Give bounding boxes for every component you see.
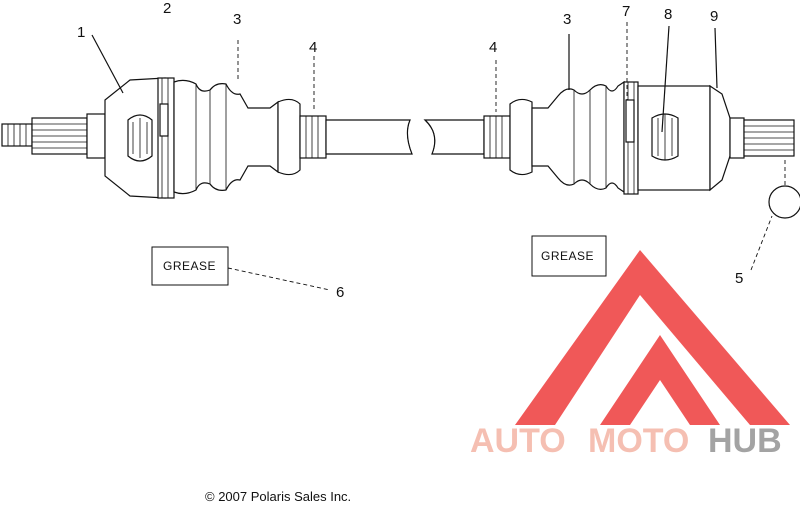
watermark-text-hub: HUB [708, 422, 782, 460]
right-cv-housing [623, 81, 731, 195]
watermark-inner-triangle [600, 335, 720, 425]
circlip [768, 160, 800, 219]
watermark-text-auto: AUTO [470, 422, 566, 460]
callout-3-left: 3 [233, 11, 241, 28]
axle-shaft [325, 119, 485, 155]
grease-right: GREASE [531, 235, 607, 277]
watermark-triangle [515, 250, 790, 425]
watermark-logo: AUTO MOTO HUB [470, 250, 790, 460]
callout-4-right: 4 [489, 39, 497, 56]
grease-right-label: GREASE [541, 249, 594, 263]
callout-7: 7 [622, 3, 630, 20]
right-boot [509, 80, 625, 194]
copyright-text: © 2007 Polaris Sales Inc. [205, 489, 351, 504]
callout-9: 9 [710, 8, 718, 25]
left-cv-housing [104, 77, 175, 199]
right-splined-stub [729, 117, 795, 159]
left-inner-clamp [299, 115, 327, 159]
callout-8: 8 [664, 6, 672, 23]
watermark-text-moto: MOTO [588, 422, 689, 460]
callout-5: 5 [735, 270, 743, 287]
leader-lines [91, 22, 773, 291]
left-splined-stub [1, 113, 106, 159]
callout-1: 1 [77, 24, 85, 41]
callout-2: 2 [163, 0, 171, 17]
grease-left: GREASE [151, 246, 229, 286]
callouts: 1 2 3 4 4 3 7 8 9 5 6 [77, 0, 743, 301]
callout-6: 6 [336, 284, 344, 301]
callout-3-right: 3 [563, 11, 571, 28]
grease-left-label: GREASE [163, 259, 216, 273]
right-inner-clamp [483, 115, 511, 159]
callout-4-left: 4 [309, 39, 317, 56]
left-boot [173, 79, 301, 195]
